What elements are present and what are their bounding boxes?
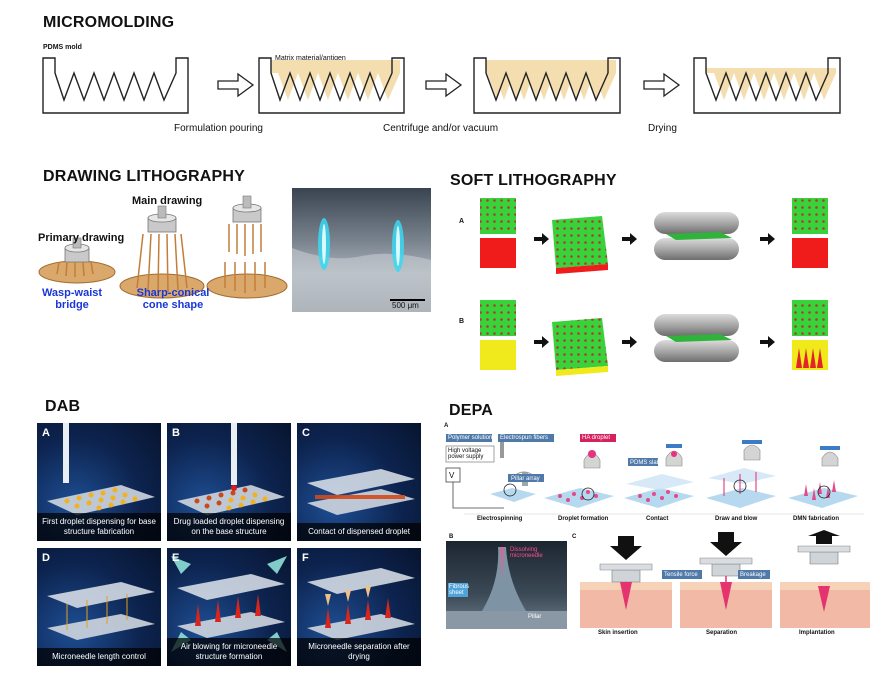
high-voltage-label: High voltage power supply bbox=[448, 448, 484, 460]
dab-panel-letter: A bbox=[42, 427, 50, 439]
dab-panel-c: C Contact of dispensed droplet bbox=[297, 423, 421, 541]
fibrous-sheet-label: Fibrous sheet bbox=[449, 584, 470, 596]
dab-panel-d: D Microneedle length control bbox=[37, 548, 161, 666]
soft-row-a-label: A bbox=[459, 218, 465, 225]
electrospun-fibers-label: Electrospun fibers bbox=[500, 435, 549, 441]
main-drawing-label: Main drawing bbox=[132, 195, 203, 207]
pillar-label: Pillar bbox=[528, 614, 542, 620]
dab-panel-caption: Drug loaded droplet dispensing on the ba… bbox=[167, 513, 291, 541]
matrix-material-label: Matrix material/antigen bbox=[275, 55, 346, 62]
depa-panel-b-label: B bbox=[449, 534, 454, 540]
dab-title: DAB bbox=[45, 398, 81, 415]
dab-panel-caption: First droplet dispensing for base struct… bbox=[37, 513, 161, 541]
dab-panel-a: A First droplet dispensing for base stru… bbox=[37, 423, 161, 541]
depa-c-stage-skin-insertion: Skin insertion bbox=[598, 630, 638, 636]
dab-panel-letter: B bbox=[172, 427, 180, 439]
pdms-slab-label: PDMS slab bbox=[630, 460, 661, 466]
wasp-waist-label: Wasp-waist bridge bbox=[41, 287, 103, 311]
depa-implantation-diagram bbox=[580, 530, 870, 628]
micromolding-diagram bbox=[42, 57, 841, 114]
polymer-solution-label: Polymer solution bbox=[448, 435, 493, 441]
primary-drawing-label: Primary drawing bbox=[38, 232, 125, 244]
depa-stage-draw-and-blow: Draw and blow bbox=[715, 516, 758, 522]
dab-panel-e: E Air blowing for microneedle structure … bbox=[167, 548, 291, 666]
depa-stage-dmn-fabrication: DMN fabrication bbox=[793, 516, 840, 522]
depa-c-stage-implantation: Implantation bbox=[799, 630, 835, 636]
microneedle-photo: 500 μm bbox=[292, 188, 431, 312]
soft-row-b-label: B bbox=[459, 318, 465, 325]
dab-panel-b: B Drug loaded droplet dispensing on the … bbox=[167, 423, 291, 541]
drawing-lithography-illustration bbox=[38, 195, 288, 299]
process-arrow-icon bbox=[217, 72, 255, 98]
drawing-lithography-title: DRAWING LITHOGRAPHY bbox=[43, 168, 246, 185]
breakage-label: Breakage bbox=[740, 572, 766, 578]
ha-droplet-label: HA droplet bbox=[582, 435, 611, 441]
depa-stage-electrospinning: Electrospinning bbox=[477, 516, 523, 522]
dab-panel-caption: Contact of dispensed droplet bbox=[297, 523, 421, 541]
process-arrow-icon bbox=[425, 72, 463, 98]
depa-title: DEPA bbox=[449, 402, 494, 419]
step-centrifuge: Centrifuge and/or vacuum bbox=[383, 123, 499, 134]
pdms-mold-dried bbox=[693, 57, 841, 114]
pdms-mold-label: PDMS mold bbox=[43, 44, 82, 51]
step-drying: Drying bbox=[648, 123, 677, 134]
depa-c-stage-separation: Separation bbox=[706, 630, 738, 636]
dab-panel-caption: Microneedle length control bbox=[37, 648, 161, 666]
depa-panel-c-label: C bbox=[572, 534, 577, 540]
voltage-symbol: V bbox=[449, 471, 455, 480]
dab-panel-letter: E bbox=[172, 552, 180, 564]
soft-lithography-diagram bbox=[480, 198, 828, 376]
dab-panel-letter: F bbox=[302, 552, 309, 564]
dab-panel-f: F Microneedle separation after drying bbox=[297, 548, 421, 666]
dab-panel-caption: Air blowing for microneedle structure fo… bbox=[167, 638, 291, 666]
depa-stage-contact: Contact bbox=[646, 516, 669, 522]
sharp-conical-label: Sharp-conical cone shape bbox=[136, 287, 210, 311]
micromolding-title: MICROMOLDING bbox=[43, 14, 175, 31]
pdms-mold-filled bbox=[473, 57, 621, 114]
step-formulation-pouring: Formulation pouring bbox=[174, 123, 263, 134]
scale-bar-label: 500 μm bbox=[392, 301, 419, 310]
depa-stage-droplet-formation: Droplet formation bbox=[558, 516, 609, 522]
tensile-force-label: Tensile force bbox=[664, 572, 698, 578]
depa-micrograph: Fibrous sheet Dissolving microneedle Pil… bbox=[446, 541, 567, 629]
pdms-mold-empty bbox=[42, 57, 189, 114]
pdms-mold-poured bbox=[258, 57, 405, 114]
pillar-array-label: Pillar array bbox=[511, 476, 540, 482]
dissolving-microneedle-label: Dissolving microneedle bbox=[510, 547, 543, 559]
dab-panel-letter: D bbox=[42, 552, 50, 564]
dab-panel-caption: Microneedle separation after drying bbox=[297, 638, 421, 666]
depa-panel-a-label: A bbox=[444, 423, 449, 429]
dab-panel-letter: C bbox=[302, 427, 310, 439]
soft-lithography-title: SOFT LITHOGRAPHY bbox=[450, 172, 617, 189]
depa-process-diagram bbox=[445, 434, 864, 515]
process-arrow-icon bbox=[643, 72, 681, 98]
